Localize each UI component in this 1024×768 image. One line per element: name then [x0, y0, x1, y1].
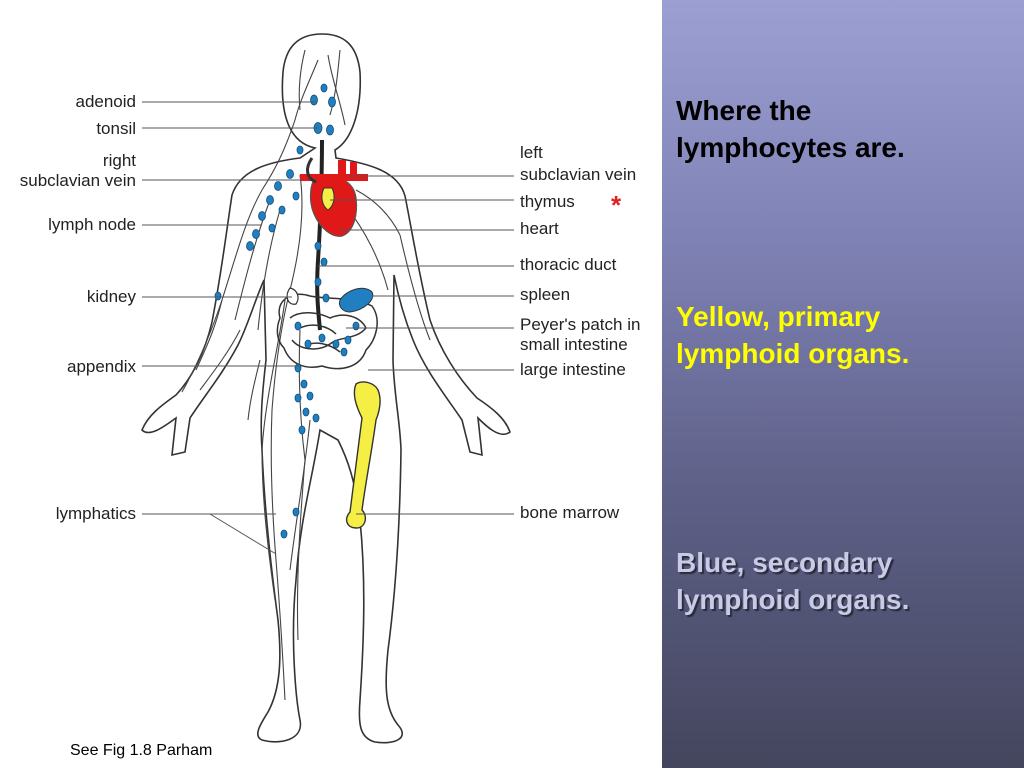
figure-caption: See Fig 1.8 Parham: [70, 742, 213, 759]
label-right-subclavian-line1: right: [103, 151, 136, 170]
label-left-subclavian-line2: subclavian vein: [520, 165, 636, 184]
label-appendix: appendix: [67, 357, 137, 376]
femur-bone-marrow: [345, 381, 381, 529]
label-adenoid: adenoid: [75, 92, 136, 111]
label-peyers-line2: small intestine: [520, 335, 628, 354]
lymph-nodes: [214, 83, 360, 539]
label-right-subclavian-line2: subclavian vein: [20, 171, 136, 190]
label-left-subclavian-line1: left: [520, 143, 543, 162]
label-lymph-node: lymph node: [48, 215, 136, 234]
label-large-intestine: large intestine: [520, 360, 626, 379]
label-spleen: spleen: [520, 285, 570, 304]
label-peyers-line1: Peyer's patch in: [520, 315, 640, 334]
leader-lines: [142, 101, 514, 555]
spleen: [339, 287, 374, 313]
thoracic-duct: [315, 139, 324, 331]
lymphatic-system-figure: adenoid tonsil right subclavian vein lym…: [19, 33, 641, 759]
label-kidney: kidney: [87, 287, 137, 306]
label-bone-marrow: bone marrow: [520, 503, 620, 522]
label-thymus: thymus: [520, 192, 575, 211]
label-lymphatics: lymphatics: [56, 504, 136, 523]
label-thoracic-duct: thoracic duct: [520, 255, 617, 274]
thymus-marker: *: [611, 190, 622, 220]
notes-panel: Where the lymphocytes are. Yellow, prima…: [662, 0, 1024, 768]
heart: [300, 157, 368, 237]
thymus: [321, 187, 335, 211]
kidney: [286, 287, 299, 305]
panel-heading: Where the lymphocytes are.: [676, 95, 905, 163]
primary-organs-note: Yellow, primary lymphoid organs.: [676, 301, 910, 369]
body-outline: [141, 33, 511, 744]
label-heart: heart: [520, 219, 559, 238]
secondary-organs-note: Blue, secondary lymphoid organs.: [676, 547, 910, 615]
lymphatic-system-diagram: adenoid tonsil right subclavian vein lym…: [20, 33, 640, 744]
label-tonsil: tonsil: [96, 119, 136, 138]
